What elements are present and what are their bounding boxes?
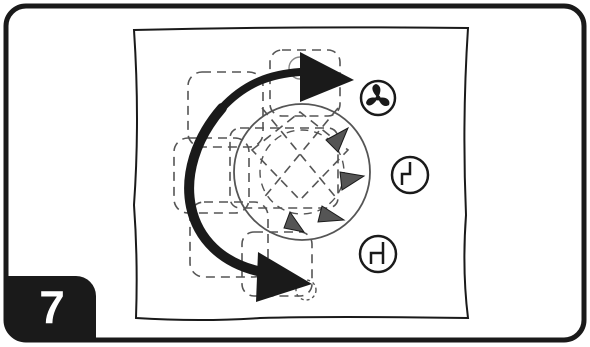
timer-icon xyxy=(360,236,396,272)
timer-icon xyxy=(392,157,428,193)
fan-icon xyxy=(361,81,395,115)
step-number: 7 xyxy=(8,276,96,338)
